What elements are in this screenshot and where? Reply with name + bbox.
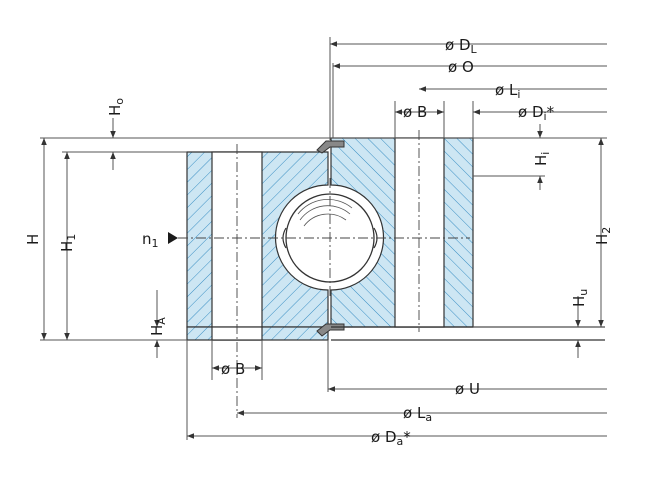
label-Ho: Ho bbox=[106, 98, 126, 116]
inner-ring-section bbox=[330, 137, 474, 328]
label-H1: H1 bbox=[58, 234, 78, 252]
label-U: ø U bbox=[455, 380, 480, 398]
label-H: H bbox=[24, 234, 42, 245]
label-DL: ø DL bbox=[445, 36, 478, 56]
label-Hi: Hi bbox=[532, 152, 552, 166]
label-B-top: ø B bbox=[403, 103, 427, 121]
label-Hu: Hu bbox=[570, 289, 590, 307]
label-Di: ø Di* bbox=[518, 103, 555, 123]
n1-marker-icon bbox=[168, 232, 178, 244]
label-n1: n1 bbox=[142, 230, 159, 250]
label-B-bottom: ø B bbox=[221, 360, 245, 378]
label-Da: ø Da* bbox=[371, 428, 411, 448]
label-Li: ø Li bbox=[495, 81, 520, 101]
label-La: ø La bbox=[403, 404, 432, 424]
label-H2: H2 bbox=[593, 227, 613, 245]
inner-ring-bolt-hole bbox=[394, 137, 445, 328]
label-O: ø O bbox=[448, 58, 474, 76]
label-HA: HA bbox=[148, 317, 168, 336]
seal-top bbox=[316, 140, 345, 154]
